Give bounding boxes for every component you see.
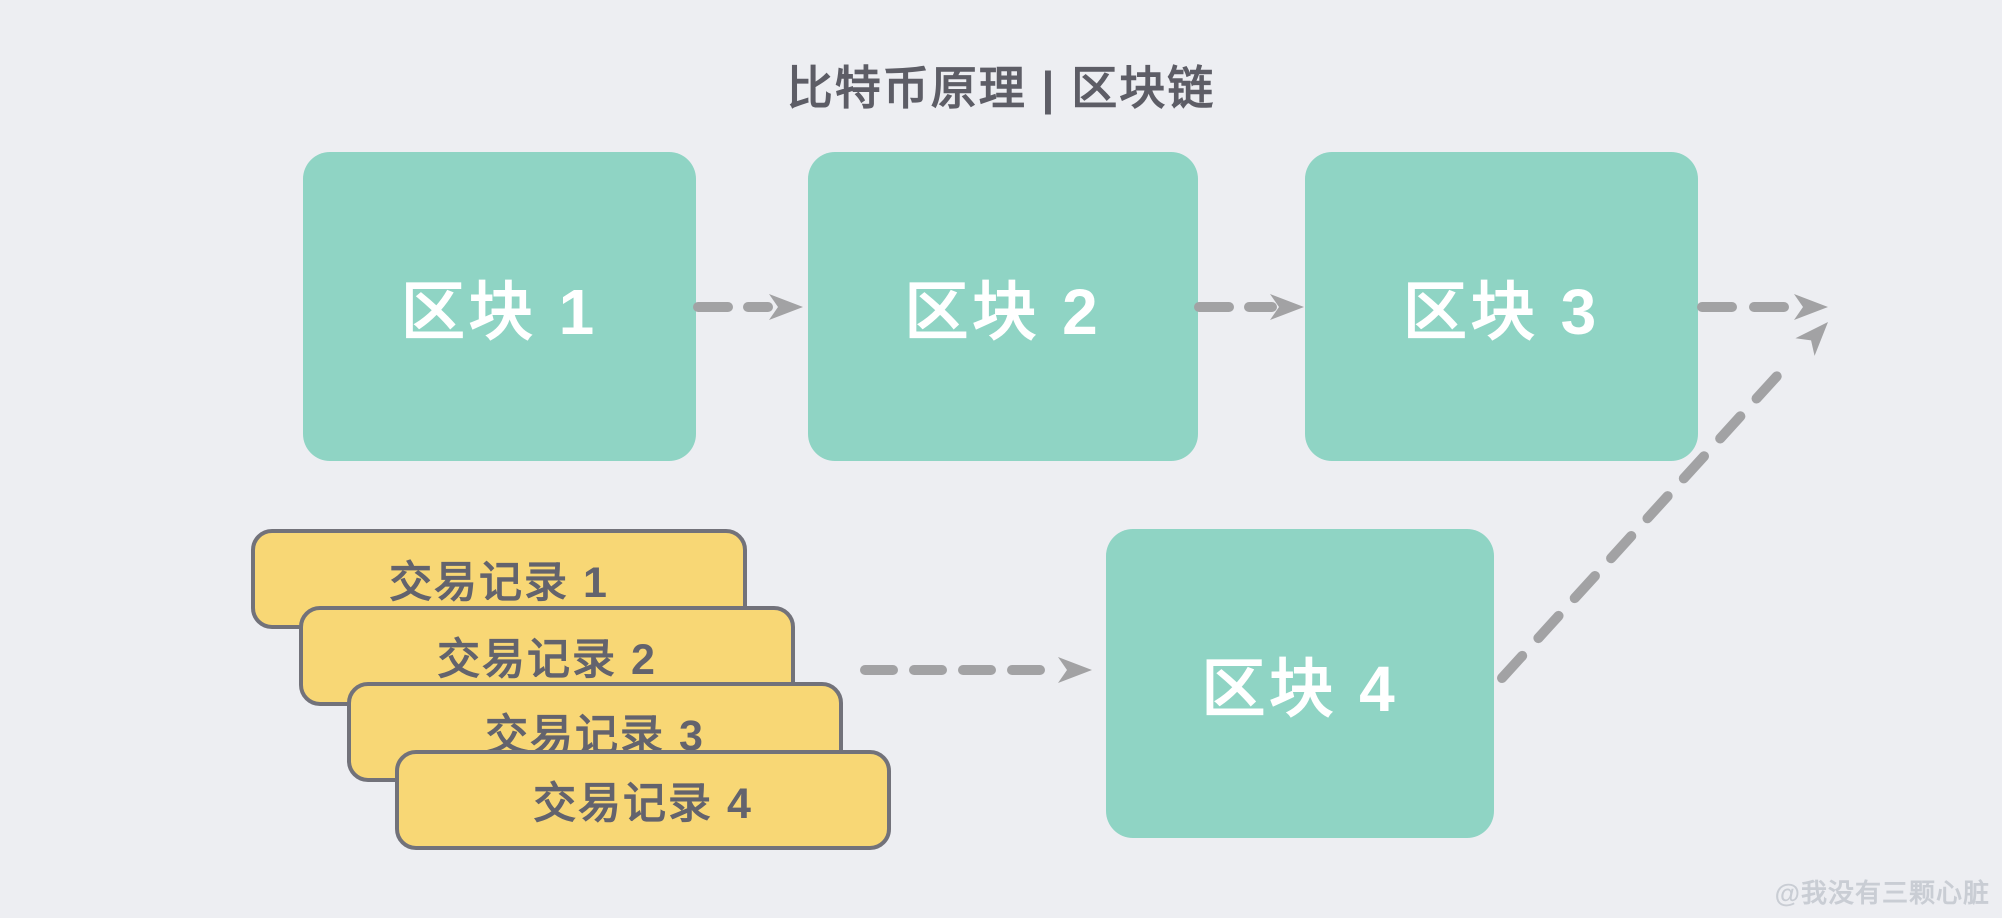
arrowhead-icon bbox=[1058, 657, 1092, 683]
arrow-block2-to-block3 bbox=[1194, 294, 1304, 320]
arrowhead-icon bbox=[769, 294, 803, 320]
block-2: 区块 2 bbox=[808, 152, 1198, 461]
arrow-block1-to-block2 bbox=[693, 294, 803, 320]
arrowhead-icon bbox=[1795, 322, 1828, 356]
transaction-card-4: 交易记录 4 bbox=[395, 750, 891, 850]
block-3: 区块 3 bbox=[1305, 152, 1698, 461]
block-4: 区块 4 bbox=[1106, 529, 1494, 838]
block-1: 区块 1 bbox=[303, 152, 696, 461]
watermark: @我没有三颗心脏 bbox=[1774, 878, 1990, 908]
arrowhead-icon bbox=[1794, 294, 1828, 320]
arrow-transactions-to-block4 bbox=[860, 657, 1092, 683]
arrowhead-icon bbox=[1270, 294, 1304, 320]
page-title: 比特币原理 | 区块链 bbox=[786, 62, 1216, 114]
arrow-block3-to-next bbox=[1697, 294, 1828, 320]
